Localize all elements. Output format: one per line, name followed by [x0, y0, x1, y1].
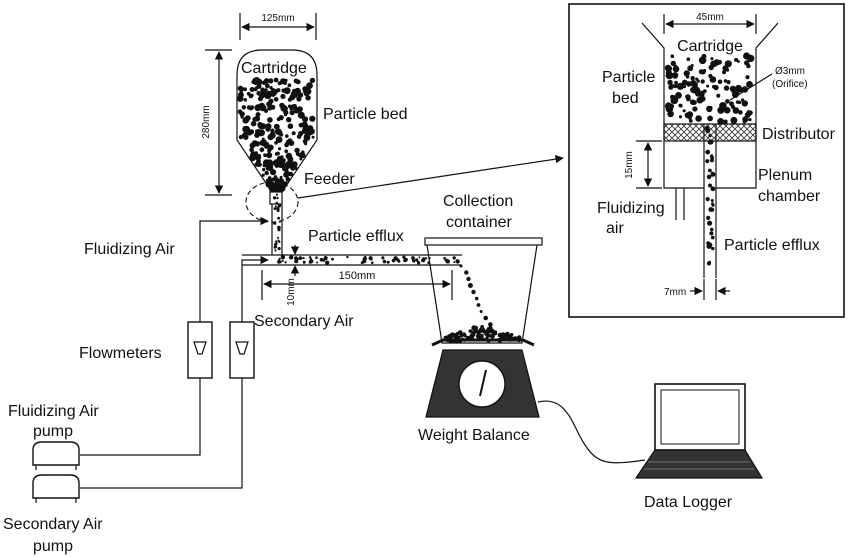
inset-particle-bed-line2: bed: [612, 90, 639, 107]
secondary-pump-label-line1: Secondary Air: [3, 516, 103, 533]
collection-container: [424, 237, 543, 344]
balance-needle: [479, 369, 487, 397]
distributor: [663, 123, 757, 142]
dimension-cartridge-width: 125mm: [239, 13, 317, 40]
inset-plenum-line1: Plenum: [758, 167, 812, 184]
cartridge: [236, 49, 318, 255]
fluidizing-air-pump: [32, 441, 80, 470]
fluidizing-pump-label-line1: Fluidizing Air: [8, 403, 99, 420]
inset-tube-width-label: 7mm: [664, 287, 686, 298]
inset-particle-bed-line1: Particle: [602, 69, 655, 86]
flowmeters-label: Flowmeters: [79, 345, 162, 362]
weight-balance: [425, 338, 540, 418]
secondary-air-pump: [32, 474, 80, 503]
inset-orifice-line2: (Orifice): [772, 79, 808, 90]
inset-particle-bed: [664, 52, 755, 125]
flowmeter-fluidizing: [187, 321, 213, 379]
particle-efflux-label: Particle efflux: [308, 228, 404, 245]
inset-fluidizing-line1: Fluidizing: [597, 200, 665, 217]
inset-distributor-label: Distributor: [762, 126, 836, 143]
data-logger-laptop: [634, 383, 764, 479]
inset-efflux-particles: [704, 125, 716, 266]
inset-orifice-line1: Ø3mm: [775, 66, 805, 77]
inset-width-label: 45mm: [696, 12, 724, 23]
efflux-tube: [242, 254, 493, 333]
dimension-cartridge-height: 280mm: [201, 49, 232, 196]
secondary-pump-label-line2: pump: [33, 538, 73, 555]
inset-particle-efflux-label: Particle efflux: [724, 237, 820, 254]
cartridge-width-label: 125mm: [261, 13, 294, 24]
inset-fluidizing-line2: air: [606, 220, 624, 237]
feeder-particles: [272, 193, 282, 252]
efflux-length-label: 150mm: [339, 270, 376, 282]
inset-height-label: 15mm: [624, 151, 635, 179]
zoom-arrow: [297, 154, 564, 199]
efflux-offset-label: 10mm: [286, 278, 297, 306]
particle-bed-label: Particle bed: [323, 106, 408, 123]
data-cable: [537, 400, 646, 464]
inset-cartridge-label: Cartridge: [677, 38, 743, 55]
flowmeter-secondary: [229, 321, 255, 379]
dimension-efflux-length: 150mm: [261, 270, 453, 300]
inset-detail: [568, 3, 845, 318]
data-logger-label: Data Logger: [644, 494, 733, 511]
fluidizing-pump-label-line2: pump: [33, 423, 73, 440]
fluidizing-air-label: Fluidizing Air: [84, 241, 175, 258]
collection-label-line1: Collection: [443, 193, 513, 210]
secondary-air-line: [80, 255, 269, 489]
fluidizing-air-line: [80, 216, 269, 456]
feeder-highlight: [245, 181, 299, 223]
cartridge-label: Cartridge: [241, 60, 307, 77]
inset-plenum-line2: chamber: [758, 188, 821, 205]
dimension-efflux-offset: 10mm: [286, 245, 300, 306]
cartridge-height-label: 280mm: [201, 105, 212, 138]
weight-balance-label: Weight Balance: [418, 427, 530, 444]
collection-label-line2: container: [446, 214, 512, 231]
secondary-air-label: Secondary Air: [254, 313, 354, 330]
feeder-label: Feeder: [304, 171, 355, 188]
